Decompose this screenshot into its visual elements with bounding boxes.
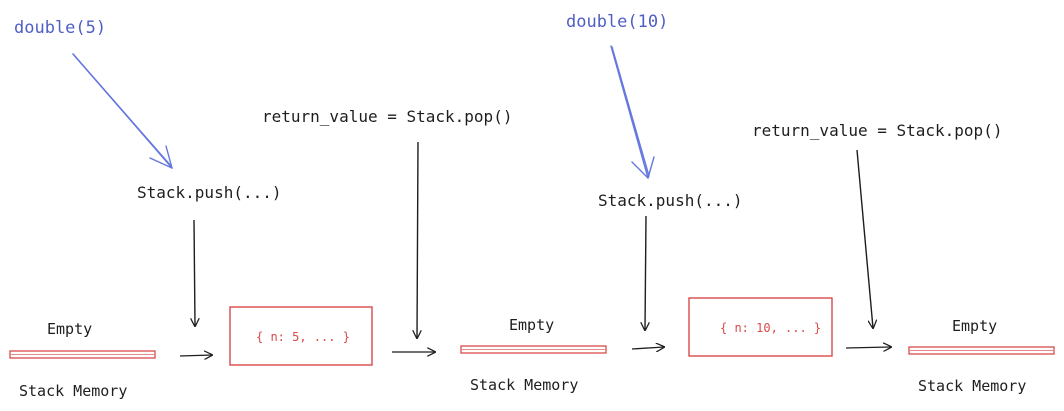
stack-memory-label-3: Stack Memory — [918, 377, 1026, 395]
stack-frame-box-2 — [688, 297, 833, 357]
empty-stack-bar-1 — [9, 350, 156, 359]
pop-arrow-1 — [417, 141, 418, 338]
transition-arrow-3 — [631, 347, 664, 349]
state-label-empty-3: Empty — [952, 317, 997, 335]
stack-frame-label-1: { n: 5, ... } — [256, 330, 350, 344]
state-label-empty-1: Empty — [47, 320, 92, 338]
pop-arrow-2 — [856, 149, 873, 328]
empty-stack-bar-3 — [908, 346, 1055, 355]
call-arrow-double-10 — [610, 45, 655, 179]
state-label-empty-2: Empty — [509, 316, 554, 334]
call-label-double-10: double(10) — [566, 12, 668, 32]
push-arrow-2 — [645, 215, 646, 330]
pop-label-2: return_value = Stack.pop() — [752, 121, 1002, 140]
call-label-double-5: double(5) — [14, 18, 106, 38]
stack-memory-label-2: Stack Memory — [470, 376, 578, 394]
stack-frame-label-2: { n: 10, ... } — [720, 321, 821, 335]
push-arrow-1 — [194, 219, 195, 326]
push-label-1: Stack.push(...) — [137, 183, 282, 202]
call-arrow-double-5 — [72, 53, 173, 169]
transition-arrow-4 — [845, 347, 891, 348]
transition-arrow-1 — [179, 355, 212, 356]
push-label-2: Stack.push(...) — [598, 191, 743, 210]
empty-stack-bar-2 — [460, 345, 607, 354]
stack-frame-box-1 — [229, 306, 373, 366]
stack-memory-label-1: Stack Memory — [19, 382, 127, 400]
pop-label-1: return_value = Stack.pop() — [262, 107, 512, 126]
